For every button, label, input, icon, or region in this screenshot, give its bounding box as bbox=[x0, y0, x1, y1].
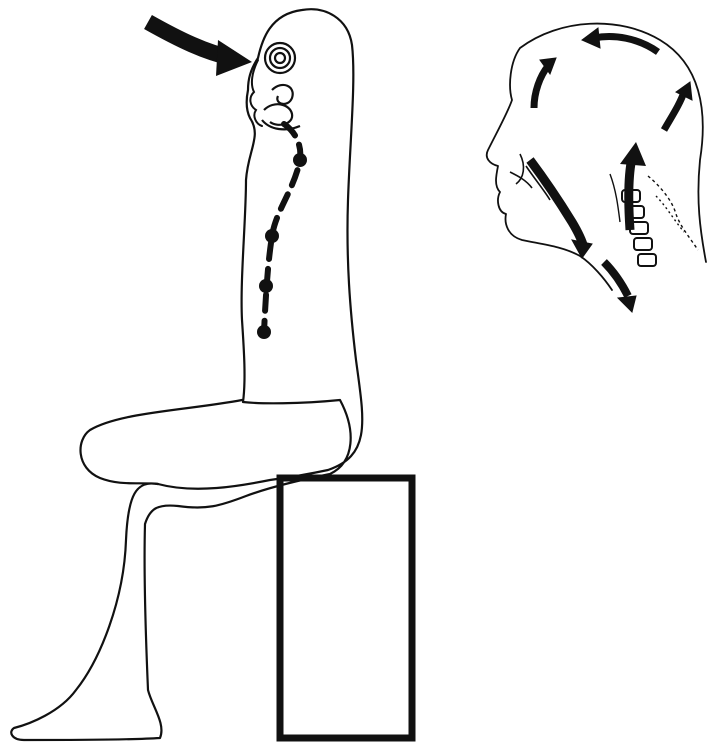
seated-figure-panel bbox=[11, 9, 412, 740]
head-pointing-arrow bbox=[148, 22, 252, 76]
spine-dot-path bbox=[257, 124, 307, 339]
seated-body-outline bbox=[11, 9, 362, 740]
head-profile-panel bbox=[487, 24, 706, 312]
ear-spiral-icon bbox=[262, 43, 300, 129]
stool-box bbox=[280, 478, 412, 738]
circulation-arrows bbox=[534, 28, 692, 130]
throat-arrows bbox=[510, 154, 636, 312]
spine-dot bbox=[257, 325, 271, 339]
spine-dot bbox=[259, 279, 273, 293]
cervical-spine-icon bbox=[610, 142, 698, 266]
lap-line bbox=[81, 400, 242, 484]
spine-dot bbox=[293, 153, 307, 167]
head-profile-outline bbox=[487, 24, 706, 290]
spine-dot bbox=[265, 229, 279, 243]
